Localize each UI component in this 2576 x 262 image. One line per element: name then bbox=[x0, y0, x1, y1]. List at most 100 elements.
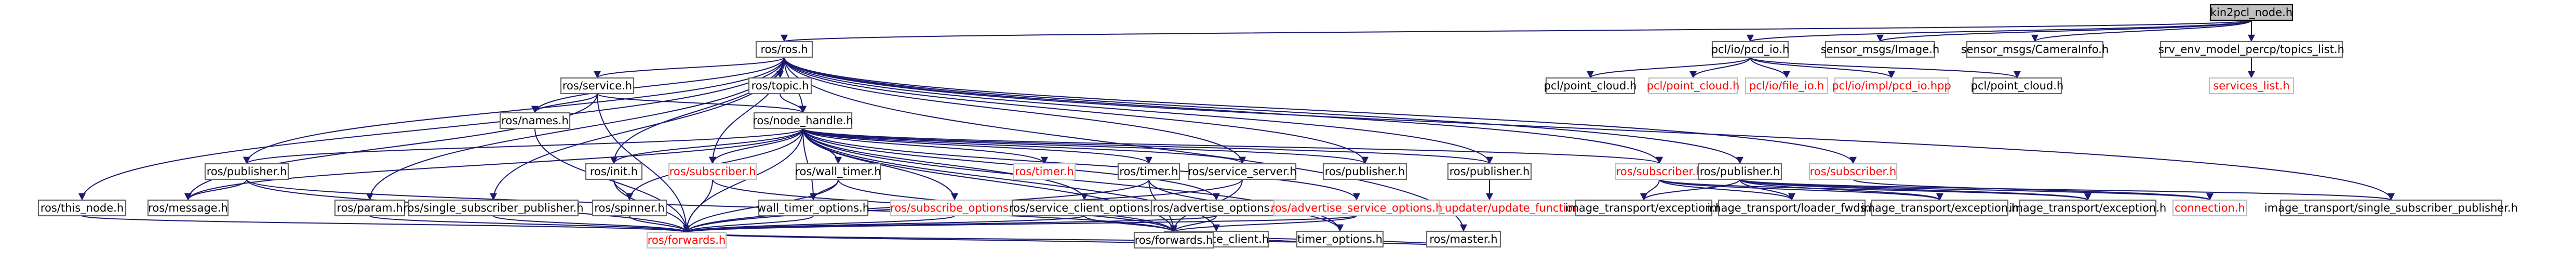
node-pc-cloud2[interactable]: pcl/point_cloud.h bbox=[1971, 77, 2064, 95]
node-box bbox=[2019, 199, 2157, 217]
node-box bbox=[753, 112, 853, 129]
edge-ros_subscriber_red2-to-it_exc2 bbox=[1659, 179, 1943, 201]
node-ros-svcclient-opts[interactable]: ros/service_client_options.h bbox=[1009, 199, 1160, 217]
node-ros-master[interactable]: ros/master.h bbox=[1426, 230, 1501, 248]
node-box bbox=[1013, 163, 1076, 180]
node-label: ros/subscriber.h bbox=[669, 165, 756, 178]
node-timer-opts[interactable]: timer_options.h bbox=[1296, 230, 1384, 248]
node-label: ros/publisher.h bbox=[207, 165, 287, 178]
node-pc-cloud1[interactable]: pcl/point_cloud.h bbox=[1544, 77, 1637, 95]
edge-ros_publisher_it-to-it_loader bbox=[1739, 179, 1795, 201]
edge-ros_subscriber_red1-to-ros_forwards_red bbox=[683, 179, 713, 233]
node-box bbox=[37, 199, 127, 217]
node-ros-publisher-l[interactable]: ros/publisher.h bbox=[204, 163, 289, 180]
node-it-loader[interactable]: image_transport/loader_fwds.h bbox=[1707, 199, 1876, 217]
node-pc-cloud-red: pcl/point_cloud.h bbox=[1647, 77, 1739, 95]
node-label: pcl/point_cloud.h bbox=[1971, 80, 2064, 93]
edge-ros_advsvc_opts-to-ros_forwards bbox=[1170, 215, 1357, 233]
node-ros-timer-red: ros/timer.h bbox=[1013, 163, 1076, 180]
node-box bbox=[1808, 163, 1898, 180]
edge-ros_publisher_it-to-connection bbox=[1739, 179, 2213, 201]
edge-ros_svcclient_opts-to-ros_forwards bbox=[1084, 215, 1177, 233]
node-ros-init[interactable]: ros/init.h bbox=[585, 163, 643, 180]
node-label: ros/advertise_options.h bbox=[1153, 202, 1280, 215]
node-label: ros/init.h bbox=[590, 165, 638, 178]
edge-root-to-ros_h bbox=[781, 20, 2252, 42]
node-ros-publisher-r[interactable]: ros/publisher.h bbox=[1447, 163, 1532, 180]
edge-ros_subscriber_red3-to-connection bbox=[1853, 179, 2213, 201]
edge-root-to-sensor_caminfo bbox=[2031, 20, 2252, 42]
edge-ros_service-to-ros_forwards_red bbox=[597, 93, 690, 233]
node-it-exc1[interactable]: image_transport/exception.h bbox=[1565, 199, 1723, 217]
node-it-single-sub[interactable]: image_transport/single_subscriber_publis… bbox=[2264, 199, 2518, 217]
node-box bbox=[748, 77, 812, 95]
edge-ros_publisher_l-to-ros_message bbox=[184, 179, 247, 201]
node-box bbox=[2208, 77, 2295, 95]
node-box bbox=[1447, 163, 1532, 180]
edge-root-to-sensor_image bbox=[1876, 20, 2252, 42]
edge-ros_service-to-ros_names bbox=[531, 93, 598, 113]
node-sensor-caminfo[interactable]: sensor_msgs/CameraInfo.h bbox=[1961, 41, 2109, 58]
node-label: image_transport/exception.h bbox=[1861, 202, 2019, 215]
node-ros-spinner[interactable]: ros/spinner.h bbox=[592, 199, 667, 217]
node-ros-advertise-opts[interactable]: ros/advertise_options.h bbox=[1150, 199, 1282, 217]
node-srv-env[interactable]: srv_env_model_percp/topics_list.h bbox=[2158, 41, 2344, 58]
node-box bbox=[755, 41, 813, 58]
edge-ros_publisher_l-to-ros_forwards bbox=[246, 179, 1177, 233]
node-label: services_list.h bbox=[2213, 80, 2290, 93]
node-ros-service[interactable]: ros/service.h bbox=[560, 77, 635, 95]
node-box bbox=[1718, 199, 1866, 217]
node-box bbox=[668, 163, 757, 180]
node-pcl-io[interactable]: pcl/io/pcd_io.h bbox=[1711, 41, 1790, 58]
edge-ros_param-to-ros_forwards_red bbox=[369, 215, 690, 233]
node-label: ros/subscriber.h bbox=[1616, 165, 1703, 178]
node-ros-subscriber-red1: ros/subscriber.h bbox=[668, 163, 757, 180]
node-ros-message[interactable]: ros/message.h bbox=[147, 199, 229, 217]
edge-ros_this_node-to-ros_forwards_red bbox=[82, 215, 690, 233]
node-label: ros/subscribe_options.h bbox=[890, 202, 1019, 215]
edge-ros_topic-to-ros_nodehandle bbox=[780, 93, 807, 113]
node-label: image_transport/single_subscriber_publis… bbox=[2264, 202, 2518, 215]
node-box bbox=[334, 199, 406, 217]
node-box bbox=[1322, 163, 1407, 180]
node-ros-this-node[interactable]: ros/this_node.h bbox=[37, 199, 127, 217]
node-box bbox=[1150, 199, 1282, 217]
node-ros-advsvc-opts: ros/advertise_service_options.h bbox=[1271, 199, 1442, 217]
node-ros-nodehandle[interactable]: ros/node_handle.h bbox=[753, 112, 853, 129]
edge-ros_publisher_it-to-it_exc2 bbox=[1739, 179, 1943, 201]
node-ros-rostimer[interactable]: ros/timer.h bbox=[1117, 163, 1180, 180]
node-ros-names[interactable]: ros/names.h bbox=[499, 112, 571, 129]
node-label: ros/spinner.h bbox=[594, 202, 664, 214]
node-label: pcl/io/file_io.h bbox=[1749, 80, 1824, 93]
node-it-exc3[interactable]: image_transport/exception.h bbox=[2009, 199, 2167, 217]
node-label: ros/message.h bbox=[148, 202, 227, 214]
node-ros-single-sub[interactable]: ros/single_subscriber_publisher.h bbox=[403, 199, 584, 217]
node-sensor-image[interactable]: sensor_msgs/Image.h bbox=[1821, 41, 1940, 58]
node-ros-publisher-it[interactable]: ros/publisher.h bbox=[1697, 163, 1782, 180]
node-box bbox=[147, 199, 229, 217]
node-box bbox=[1824, 41, 1936, 58]
node-walltimer-opts[interactable]: wall_timer_options.h bbox=[757, 199, 869, 217]
node-ros-h[interactable]: ros/ros.h bbox=[755, 41, 813, 58]
node-ros-topic[interactable]: ros/topic.h bbox=[748, 77, 812, 95]
node-ros-forwards[interactable]: ros/forwards.h bbox=[1133, 231, 1214, 249]
node-label: connection.h bbox=[2175, 202, 2245, 214]
edge-ros_nodehandle-to-ros_init bbox=[610, 128, 803, 164]
edge-ros_nodehandle-to-ros_publisher_l bbox=[243, 128, 803, 164]
node-ros-service-server[interactable]: ros/service_server.h bbox=[1188, 163, 1297, 180]
node-label: ros/ros.h bbox=[761, 43, 808, 56]
node-label: ros/node_handle.h bbox=[753, 114, 853, 127]
node-it-exc2[interactable]: image_transport/exception.h bbox=[1861, 199, 2019, 217]
node-label: image_transport/exception.h bbox=[2009, 202, 2167, 215]
edge-ros_advsvc_opts-to-ros_forwards_red bbox=[683, 215, 1357, 233]
edge-ros_h-to-it_single_sub bbox=[784, 57, 2395, 201]
edge-ros_nodehandle-to-ros_advsvc_opts bbox=[802, 128, 1360, 201]
edge-ros_subscribe_opts-to-ros_forwards_red bbox=[683, 215, 955, 233]
node-ros-param[interactable]: ros/param.h bbox=[334, 199, 406, 217]
node-ros-walltimer[interactable]: ros/wall_timer.h bbox=[795, 163, 881, 180]
node-box bbox=[646, 231, 727, 249]
node-ros-subscriber-red3: ros/subscriber.h bbox=[1808, 163, 1898, 180]
node-box bbox=[2159, 41, 2343, 58]
node-ros-publisher-m[interactable]: ros/publisher.h bbox=[1322, 163, 1407, 180]
node-box bbox=[758, 199, 869, 217]
